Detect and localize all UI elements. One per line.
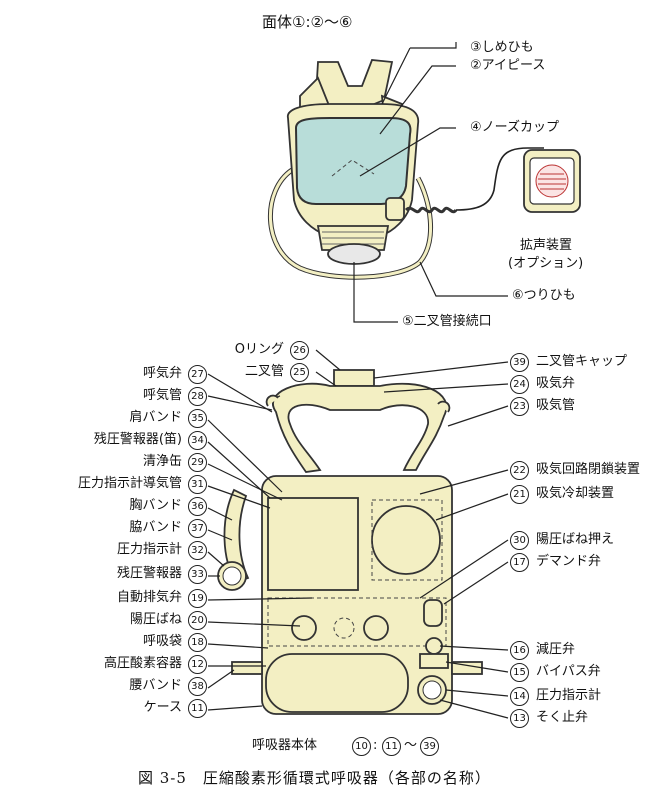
figure-caption: 図 3-5 圧縮酸素形循環式呼吸器（各部の名称） xyxy=(138,769,491,787)
right-part-label: デマンド弁 xyxy=(536,554,602,569)
left-part-number: 33 xyxy=(188,565,207,584)
left-part-label: 呼気管 xyxy=(142,388,182,403)
left-part-label: Oリング xyxy=(234,342,284,357)
right-part-number: 16 xyxy=(510,641,529,660)
label-hose-port: ⑤二叉管接続口 xyxy=(402,314,492,329)
left-part-label: 胸バンド xyxy=(129,498,182,513)
left-part-number: 19 xyxy=(188,589,207,608)
left-part-number: 28 xyxy=(188,387,207,406)
left-part-label: 二叉管 xyxy=(244,364,284,379)
left-part-label: 圧力指示計導気管 xyxy=(77,476,182,491)
body-num-c: 39 xyxy=(420,737,439,756)
right-part-label: 陽圧ばね押え xyxy=(536,532,615,547)
body-range: ～ xyxy=(404,738,418,753)
left-part-label: 脇バンド xyxy=(129,520,182,535)
left-part-number: 11 xyxy=(188,699,207,718)
right-part-label: 吸気冷却装置 xyxy=(536,486,615,501)
left-part-number: 36 xyxy=(188,497,207,516)
right-part-label: 圧力指示計 xyxy=(536,688,602,703)
left-part-label: 残圧警報器 xyxy=(116,566,182,581)
right-part-number: 21 xyxy=(510,485,529,504)
right-part-label: 減圧弁 xyxy=(536,642,576,657)
right-part-label: 二叉管キャップ xyxy=(536,354,628,369)
left-part-number: 26 xyxy=(290,341,309,360)
left-part-label: 自動排気弁 xyxy=(116,590,182,605)
right-part-number: 24 xyxy=(510,375,529,394)
body-sep: : xyxy=(373,738,378,753)
right-part-number: 15 xyxy=(510,663,529,682)
left-part-number: 32 xyxy=(188,541,207,560)
label-speaker: 拡声装置 xyxy=(520,238,573,253)
label-neck-strap: ⑥つりひも xyxy=(512,288,576,303)
left-part-number: 31 xyxy=(188,475,207,494)
left-part-number: 12 xyxy=(188,655,207,674)
right-part-label: そく止弁 xyxy=(536,710,589,725)
left-part-label: 圧力指示計 xyxy=(116,542,182,557)
label-eyepiece: ②アイピース xyxy=(470,58,546,73)
body-num-b: 11 xyxy=(382,737,401,756)
label-speaker-option: (オプション) xyxy=(508,256,584,271)
right-part-number: 39 xyxy=(510,353,529,372)
left-part-label: 肩バンド xyxy=(129,410,182,425)
right-part-number: 22 xyxy=(510,461,529,480)
left-part-label: 呼吸袋 xyxy=(142,634,182,649)
body-num-a: 10 xyxy=(352,737,371,756)
right-part-label: 吸気回路閉鎖装置 xyxy=(536,462,641,477)
left-part-label: 陽圧ばね xyxy=(129,612,182,627)
right-part-number: 14 xyxy=(510,687,529,706)
right-part-label: 吸気管 xyxy=(536,398,576,413)
right-part-number: 23 xyxy=(510,397,529,416)
left-part-label: 清浄缶 xyxy=(142,454,182,469)
mask-title: 面体①:②～⑥ xyxy=(262,13,353,31)
left-part-number: 20 xyxy=(188,611,207,630)
right-part-label: 吸気弁 xyxy=(536,376,576,391)
right-part-number: 17 xyxy=(510,553,529,572)
left-part-number: 29 xyxy=(188,453,207,472)
left-part-number: 27 xyxy=(188,365,207,384)
left-part-label: ケース xyxy=(143,700,182,715)
left-part-label: 高圧酸素容器 xyxy=(103,656,182,671)
right-part-number: 13 xyxy=(510,709,529,728)
left-part-number: 18 xyxy=(188,633,207,652)
label-strap: ③しめひも xyxy=(470,40,534,55)
left-part-label: 腰バンド xyxy=(129,678,182,693)
left-part-label: 呼気弁 xyxy=(142,366,182,381)
left-part-number: 37 xyxy=(188,519,207,538)
right-part-label: バイパス弁 xyxy=(536,664,601,679)
right-part-number: 30 xyxy=(510,531,529,550)
label-nose-cup: ④ノーズカップ xyxy=(470,120,560,135)
apparatus-illustration xyxy=(207,349,509,719)
body-label-text: 呼吸器本体 xyxy=(252,738,318,753)
left-part-number: 35 xyxy=(188,409,207,428)
mask-illustration xyxy=(268,42,581,323)
left-part-label: 残圧警報器(笛) xyxy=(93,432,182,447)
left-part-number: 38 xyxy=(188,677,207,696)
left-part-number: 25 xyxy=(290,363,309,382)
left-part-number: 34 xyxy=(188,431,207,450)
